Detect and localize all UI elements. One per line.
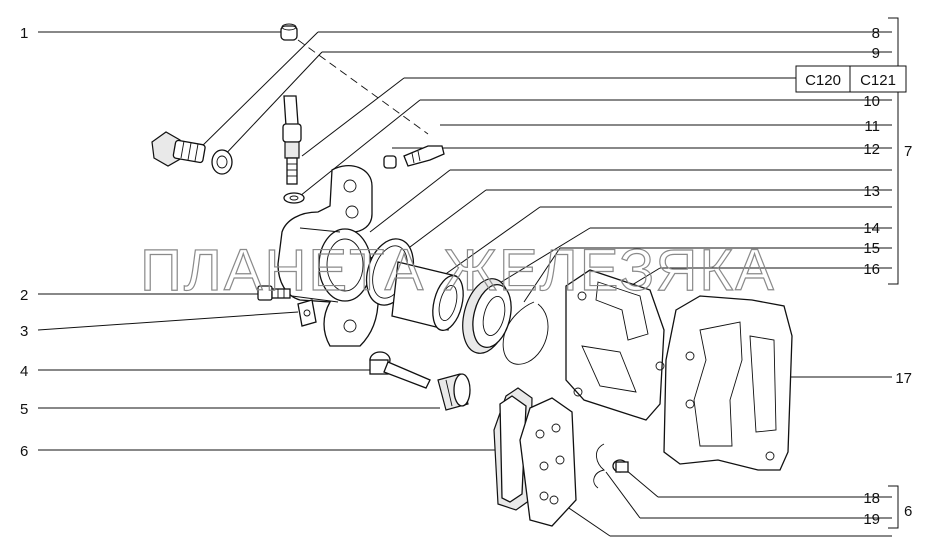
callouts-left: 1 2 3 4 5 6	[20, 25, 28, 460]
code-c121: C121	[860, 72, 896, 89]
code-boxes: C120 C121	[795, 65, 907, 93]
callout-19: 19	[863, 511, 880, 528]
callout-4: 4	[20, 363, 28, 380]
part-8-bolt	[151, 131, 206, 167]
part-18-19-clip-and-bolt	[593, 443, 629, 489]
callout-8: 8	[872, 25, 880, 42]
part-17-caliper-frame	[663, 295, 793, 471]
callout-18: 18	[863, 490, 880, 507]
callout-6: 6	[20, 443, 28, 460]
part-6-brake-pads	[493, 387, 577, 527]
code-box-c121	[849, 65, 907, 93]
part-3-plate	[297, 299, 317, 327]
leader-lines	[37, 17, 899, 537]
callout-9: 9	[872, 45, 880, 62]
callout-15: 15	[863, 240, 880, 257]
callout-17: 17	[895, 370, 912, 387]
group-label-7: 7	[904, 143, 912, 160]
callout-2: 2	[20, 287, 28, 304]
callout-10: 10	[863, 93, 880, 110]
code-c120: C120	[805, 72, 841, 89]
part-10-hose-fitting	[282, 95, 302, 185]
callout-3: 3	[20, 323, 28, 340]
group-label-6: 6	[904, 503, 912, 520]
part-14-piston	[391, 261, 464, 332]
part-4-guide-pin	[369, 351, 431, 389]
part-16-retaining-ring	[502, 301, 549, 365]
part-16-caliper-bracket	[565, 269, 665, 421]
watermark-text: ПЛАНЕТА ЖЕЛЕЗЯКА	[140, 238, 776, 303]
callout-11: 11	[864, 118, 880, 135]
callout-13: 13	[863, 183, 880, 200]
callout-16: 16	[863, 261, 880, 278]
part-7-caliper-body	[277, 165, 379, 347]
callout-1: 1	[20, 25, 28, 42]
part-5-guide-boot	[437, 373, 471, 411]
part-15-dust-boot	[462, 278, 512, 354]
callouts-right: 8 9 10 11 12 13 14 15 16 17 18 19	[863, 25, 912, 528]
part-12-bleed-screw	[383, 145, 445, 169]
callout-14: 14	[863, 220, 880, 237]
part-1-dust-cap	[280, 23, 298, 41]
part-9-washer	[211, 149, 233, 175]
part-11-seal-washer	[283, 192, 305, 204]
part-2-guide-bolt	[257, 285, 291, 301]
callout-12: 12	[863, 141, 880, 158]
callout-5: 5	[20, 401, 28, 418]
